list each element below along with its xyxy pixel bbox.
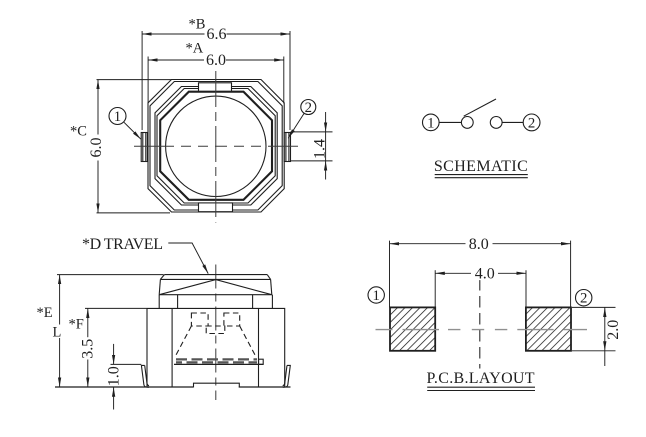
svg-text:P.C.B.LAYOUT: P.C.B.LAYOUT [427,370,535,387]
svg-text:L: L [53,325,62,341]
svg-text:1.0: 1.0 [106,366,123,386]
svg-text:6.0: 6.0 [88,138,105,158]
svg-text:1: 1 [427,115,434,131]
svg-text:6.0: 6.0 [206,52,226,69]
svg-text:SCHEMATIC: SCHEMATIC [434,158,528,175]
svg-text:8.0: 8.0 [469,236,489,253]
svg-text:*D TRAVEL: *D TRAVEL [82,236,163,253]
svg-text:6.6: 6.6 [207,26,227,43]
svg-text:3.5: 3.5 [80,339,97,359]
svg-text:*F: *F [69,317,84,333]
svg-text:2.0: 2.0 [605,320,622,340]
svg-text:1.4: 1.4 [312,139,329,159]
svg-text:*E: *E [37,305,53,321]
svg-text:*C: *C [70,124,87,140]
svg-text:1: 1 [372,288,379,304]
svg-text:2: 2 [580,291,587,307]
svg-text:4.0: 4.0 [475,266,495,283]
svg-text:*B: *B [189,16,206,32]
svg-text:2: 2 [305,100,312,116]
svg-text:*A: *A [186,40,204,56]
svg-text:2: 2 [528,115,535,131]
svg-text:1: 1 [114,109,121,125]
